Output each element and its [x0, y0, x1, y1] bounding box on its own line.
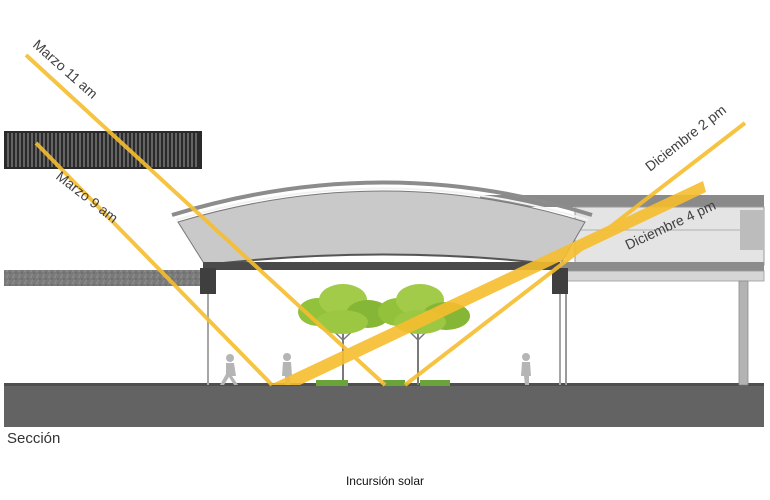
- ray-label-marzo-9am: Marzo 9 am: [53, 168, 121, 226]
- planter-3: [420, 380, 450, 386]
- canopy-roof: [171, 180, 593, 385]
- sun-ray-marzo-11am: [24, 53, 387, 387]
- planter-2: [383, 380, 405, 386]
- louver-screen-left: [4, 131, 202, 169]
- slab-left-texture: [4, 270, 204, 286]
- ground-platform: [4, 385, 764, 427]
- planter-1: [316, 380, 348, 386]
- figure-caption: Incursión solar: [345, 474, 425, 488]
- sun-ray-diciembre-4pm: [270, 181, 706, 385]
- person-walking-left: [220, 354, 238, 385]
- ray-label-diciembre-2pm: Diciembre 2 pm: [642, 101, 729, 174]
- section-label: Sección: [7, 430, 61, 447]
- person-standing-right: [521, 353, 531, 385]
- sun-ray-marzo-9am: [34, 141, 274, 387]
- sun-rays: [24, 53, 747, 387]
- tree-left: [298, 284, 390, 385]
